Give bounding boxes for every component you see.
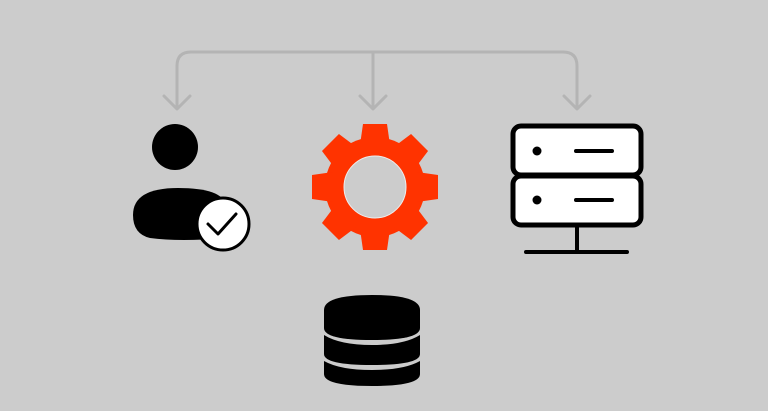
gear-tooth <box>394 206 429 241</box>
arrow-head-center <box>358 94 388 111</box>
arrow-head-left <box>162 94 192 111</box>
connector-top-bus <box>175 50 579 110</box>
gear-tooth <box>360 124 390 145</box>
gear-tooth <box>312 172 333 202</box>
database-icon <box>324 295 420 386</box>
gear-tooth <box>321 206 356 241</box>
arrow-head-right <box>562 94 592 111</box>
gear-tooth <box>360 229 390 250</box>
server-icon <box>510 123 644 254</box>
gear-tooth <box>417 172 438 202</box>
gear-icon <box>312 124 438 250</box>
check-badge-icon <box>195 196 251 252</box>
connector-lines <box>162 50 592 111</box>
gear-tooth <box>394 133 429 168</box>
gear-tooth <box>321 133 356 168</box>
user-verified-icon <box>133 124 251 252</box>
